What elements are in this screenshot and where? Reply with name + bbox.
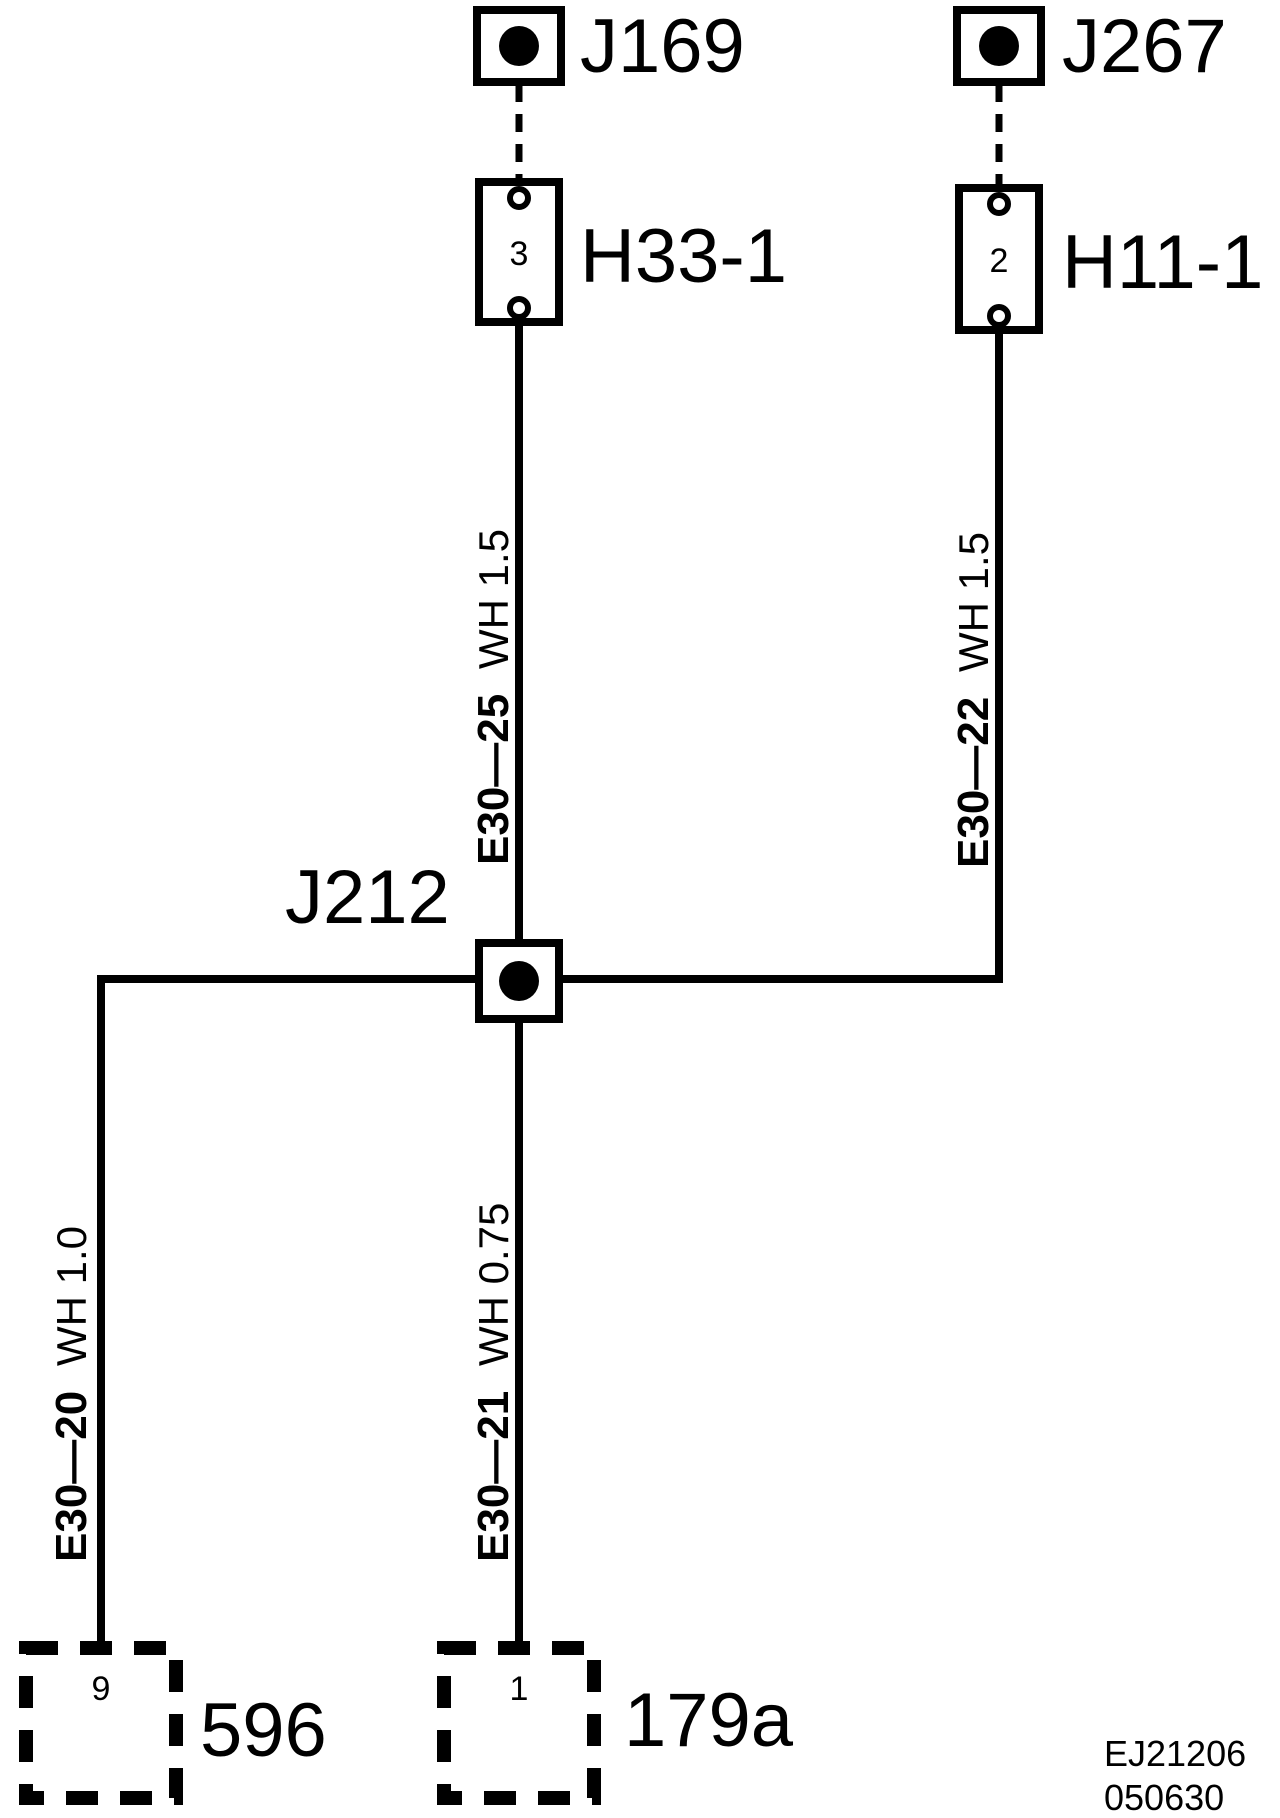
splice-j169-label: J169: [580, 4, 745, 89]
connector-h11-1: 2: [955, 184, 1043, 334]
wire-e30-22-spec: WH 1.5: [950, 532, 997, 672]
splice-j212-label: J212: [285, 855, 450, 940]
splice-j267: [953, 6, 1045, 86]
splice-j169: [473, 6, 565, 86]
component-179a: 1: [437, 1641, 601, 1805]
wire-e30-21-spec: WH 0.75: [470, 1203, 517, 1366]
reference-code-line2: 050630: [1104, 1777, 1224, 1818]
splice-j212: [475, 939, 563, 1023]
reference-code-line1: EJ21206: [1104, 1733, 1246, 1774]
wire-e30-21-label: E30—21 WH 0.75: [469, 1203, 518, 1562]
connector-h33-1-pin: 3: [510, 235, 529, 273]
wire-e30-25-spec: WH 1.5: [470, 529, 517, 669]
component-596-label: 596: [200, 1688, 327, 1773]
connector-h33-1: 3: [475, 178, 563, 326]
wire-bus-horizontal: [97, 975, 999, 1648]
wire-e30-25-label: E30—25 WH 1.5: [469, 529, 518, 865]
connector-h11-1-label: H11-1: [1062, 220, 1263, 305]
wire-e30-22-code: E30—22: [949, 697, 998, 868]
wire-e30-20-label: E30—20 WH 1.0: [47, 1226, 96, 1562]
wire-e30-25-code: E30—25: [469, 694, 518, 865]
component-179a-label: 179a: [624, 1678, 794, 1763]
wire-e30-22-label: E30—22 WH 1.5: [949, 532, 998, 868]
wire-e30-20-code: E30—20: [47, 1391, 96, 1562]
component-596: 9: [19, 1641, 183, 1805]
wire-e30-20-spec: WH 1.0: [48, 1226, 95, 1366]
splice-j267-label: J267: [1062, 4, 1227, 89]
component-179a-pin: 1: [510, 1670, 529, 1708]
component-596-pin: 9: [92, 1670, 111, 1708]
connector-h11-1-pin: 2: [990, 242, 1009, 280]
wire-e30-21-code: E30—21: [469, 1391, 518, 1562]
connector-h33-1-label: H33-1: [580, 214, 787, 299]
